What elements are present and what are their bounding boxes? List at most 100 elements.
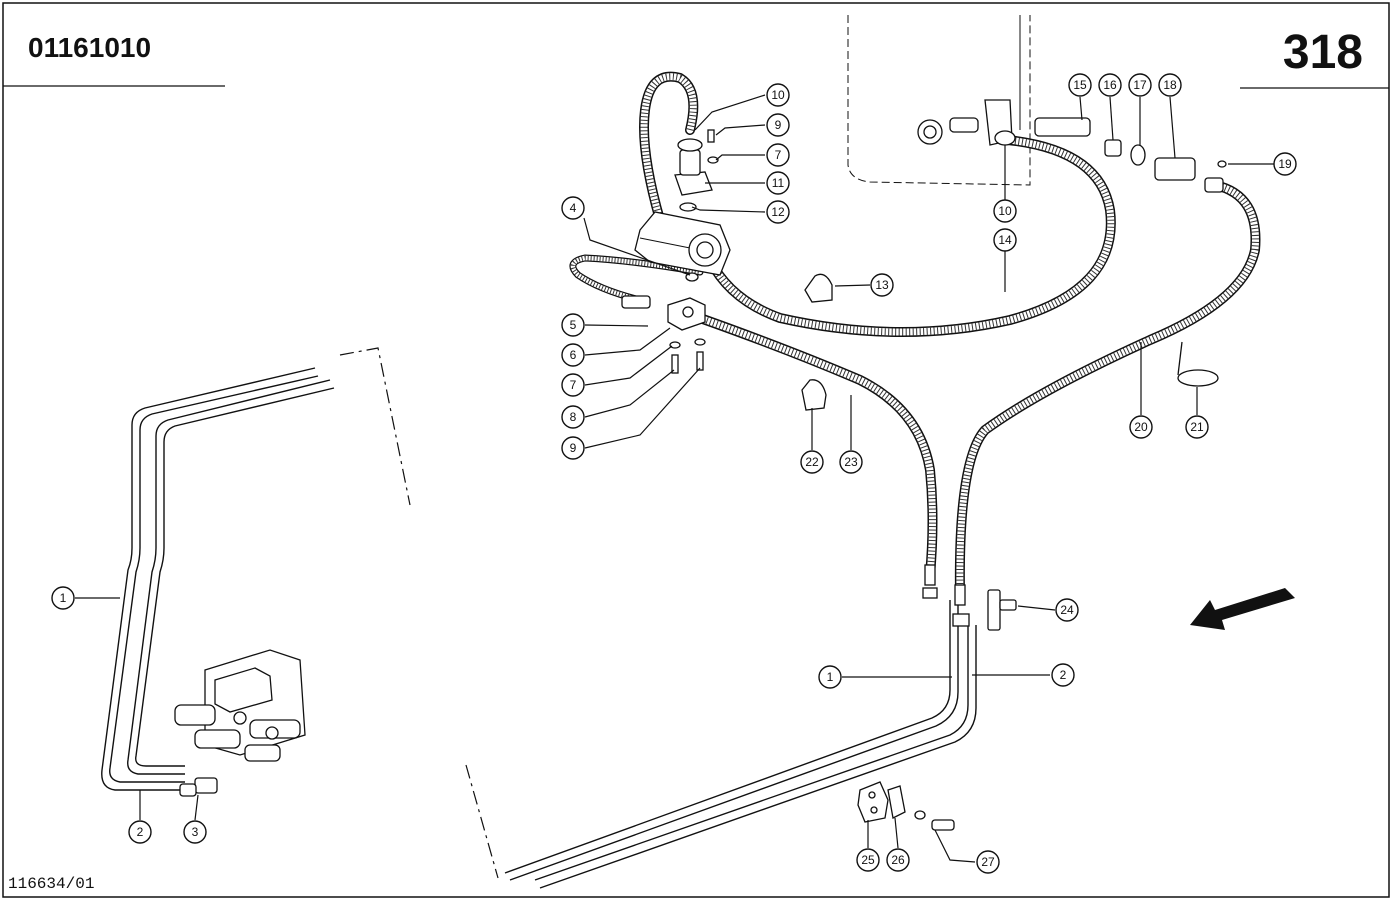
screw-9-top [707,129,715,143]
svg-text:2: 2 [137,825,144,839]
page-number: 318 [1283,26,1363,79]
callout-9-lower: 9 [561,436,585,460]
callout-6: 6 [561,343,585,367]
callout-26: 26 [886,848,910,872]
fitting-3 [179,777,218,797]
pipe-1-nut [922,587,938,599]
hose-20-end-fitting [954,584,966,606]
hose-fitting-5 [621,295,651,309]
callout-4: 4 [561,196,585,220]
callout-1-left: 1 [51,586,75,610]
svg-text:3: 3 [192,825,199,839]
svg-text:9: 9 [775,118,782,132]
callout-7-top: 7 [766,143,790,167]
callout-20: 20 [1129,415,1153,439]
flange-11 [674,138,713,196]
hose-23 [695,313,938,580]
callout-5: 5 [561,313,585,337]
pipe-1-lower-run [504,600,959,881]
pump-block [634,211,731,276]
drawing-number: 01161010 [28,32,151,63]
svg-text:13: 13 [875,278,889,292]
callout-18: 18 [1158,73,1182,97]
footer-code: 116634/01 [8,875,94,893]
svg-text:17: 17 [1133,78,1147,92]
callout-15: 15 [1068,73,1092,97]
svg-text:23: 23 [844,455,858,469]
leader-lines [75,94,1274,863]
pipe-2-lower-run [534,625,977,889]
svg-text:18: 18 [1163,78,1177,92]
washer-7-lower-a [669,341,681,349]
callout-7-lower: 7 [561,373,585,397]
thin-hose-loop [569,254,704,304]
svg-text:14: 14 [998,233,1012,247]
screw-9-lower-b [696,351,704,371]
svg-text:26: 26 [891,853,905,867]
pipe-1-left-loop [101,367,319,791]
svg-text:7: 7 [775,148,782,162]
svg-text:15: 15 [1073,78,1087,92]
callout-22: 22 [800,450,824,474]
callout-11: 11 [766,171,790,195]
screw-9-lower-a [671,354,679,374]
clamp-plate-26 [887,785,906,819]
bracket-25 [857,781,889,823]
washer-7-top [707,156,719,164]
callout-9-top: 9 [766,113,790,137]
svg-text:7: 7 [570,378,577,392]
svg-text:1: 1 [60,591,67,605]
svg-text:2: 2 [1060,668,1067,682]
svg-text:22: 22 [805,455,819,469]
svg-text:25: 25 [861,853,875,867]
hose-23-end-fitting [924,564,936,586]
hose-20 [954,180,1261,600]
svg-text:20: 20 [1134,420,1148,434]
tank-fittings [917,99,1227,193]
callout-14: 14 [993,228,1017,252]
clamp-13 [804,273,833,303]
callout-23: 23 [839,450,863,474]
callout-27: 27 [976,850,1000,874]
svg-text:4: 4 [570,201,577,215]
callout-21: 21 [1185,415,1209,439]
svg-text:1: 1 [827,670,834,684]
callout-16: 16 [1098,73,1122,97]
svg-text:16: 16 [1103,78,1117,92]
callout-2-right: 2 [1051,663,1075,687]
o-ring-12 [679,202,697,212]
callout-17: 17 [1128,73,1152,97]
svg-text:24: 24 [1060,603,1074,617]
svg-text:21: 21 [1190,420,1204,434]
svg-text:9: 9 [570,441,577,455]
tee-fitting-24 [987,589,1017,631]
callout-10-top: 10 [766,83,790,107]
callout-3: 3 [183,820,207,844]
svg-text:11: 11 [772,176,785,190]
svg-text:5: 5 [570,318,577,332]
tank-outline [847,15,1031,186]
callout-25: 25 [856,848,880,872]
svg-text:19: 19 [1278,157,1292,171]
callout-13: 13 [870,273,894,297]
svg-text:6: 6 [570,348,577,362]
hose-clip-21 [1177,341,1219,387]
callout-1-right: 1 [818,665,842,689]
callout-24: 24 [1055,598,1079,622]
callout-12: 12 [766,200,790,224]
svg-text:10: 10 [998,204,1012,218]
hose-14 [705,135,1116,337]
pipe-2-nut [952,613,970,627]
svg-text:8: 8 [570,410,577,424]
svg-text:10: 10 [771,88,785,102]
svg-text:12: 12 [771,205,785,219]
bolt-27 [914,810,955,831]
callout-10-right: 10 [993,199,1017,223]
callout-8: 8 [561,405,585,429]
direction-arrow-icon [1190,588,1295,630]
svg-text:27: 27 [981,855,995,869]
cab-outline-upper [339,347,411,506]
